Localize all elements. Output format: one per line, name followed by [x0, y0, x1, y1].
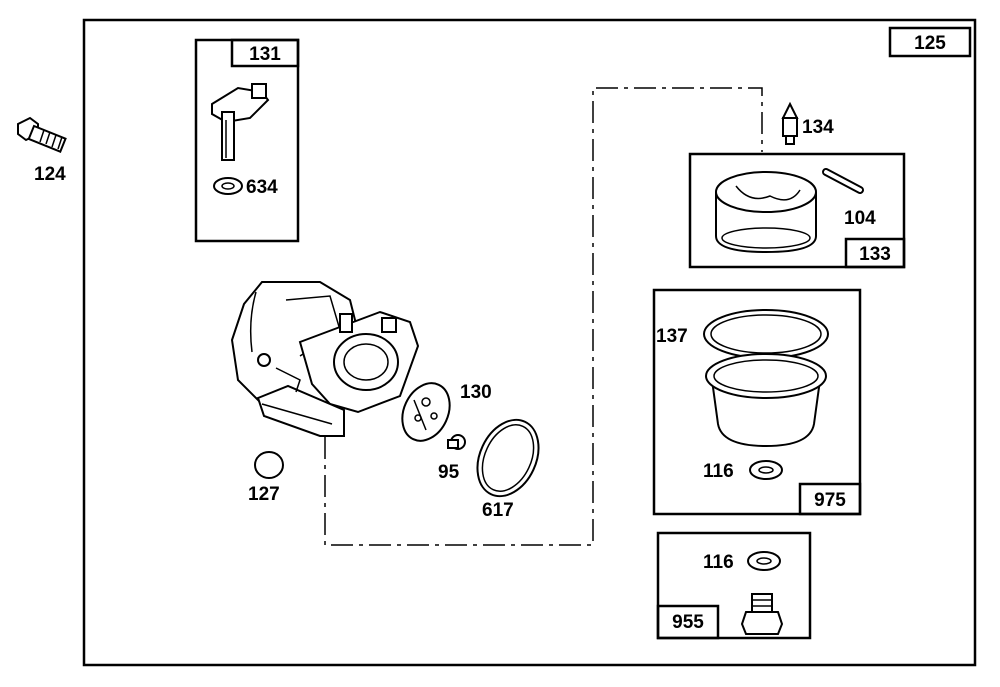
kit-label-box-plug	[656, 604, 720, 640]
kit-box-bowl	[652, 288, 862, 516]
kit-label-box-float-needle	[230, 38, 300, 68]
carburetor-body[interactable]	[230, 281, 420, 437]
seat-washer-part[interactable]	[213, 177, 243, 195]
label-o-ring: 617	[482, 500, 514, 521]
label-float-needle-seat: 634	[246, 177, 278, 198]
kit-label-bowl-insert: 133	[859, 244, 891, 265]
bowl-part[interactable]	[705, 353, 827, 448]
o-ring-part[interactable]	[466, 410, 551, 506]
label-pin: 104	[844, 208, 876, 229]
screw-part[interactable]	[17, 116, 67, 154]
label-bowl-washer: 116	[703, 461, 734, 482]
kit-box-float-needle	[194, 38, 300, 243]
label-bowl-gasket: 137	[656, 326, 688, 347]
assembly-label: 125	[914, 33, 946, 54]
kit-box-plug	[656, 531, 812, 640]
label-inlet-needle: 134	[802, 117, 834, 138]
label-welch-plug: 127	[248, 484, 280, 505]
kit-label-bowl: 975	[814, 490, 846, 511]
connector-line	[324, 87, 763, 546]
bowl-insert-part[interactable]	[715, 171, 817, 254]
kit-label-box-bowl	[798, 482, 862, 516]
label-screw: 124	[34, 164, 66, 185]
assembly-frame	[82, 18, 977, 667]
kit-label-plug: 955	[672, 612, 704, 633]
diaphragm-part[interactable]	[393, 376, 458, 449]
label-plug-washer: 116	[703, 552, 734, 573]
inlet-needle-part[interactable]	[781, 101, 799, 145]
welch-plug-part[interactable]	[254, 451, 284, 479]
label-fitting: 95	[438, 462, 460, 483]
bowl-gasket-part[interactable]	[703, 309, 829, 359]
plug-part[interactable]	[740, 593, 784, 635]
pin-part[interactable]	[822, 168, 864, 194]
assembly-label-box	[888, 26, 972, 58]
label-diaphragm: 130	[460, 382, 492, 403]
float-needle-part[interactable]	[211, 83, 270, 161]
kit-box-bowl-insert	[688, 152, 906, 269]
fitting-part[interactable]	[447, 434, 466, 450]
bowl-washer-part[interactable]	[749, 460, 783, 480]
kit-label-box-bowl-insert	[844, 237, 906, 269]
kit-label-float-needle: 131	[249, 44, 281, 65]
plug-washer-part[interactable]	[747, 551, 781, 571]
